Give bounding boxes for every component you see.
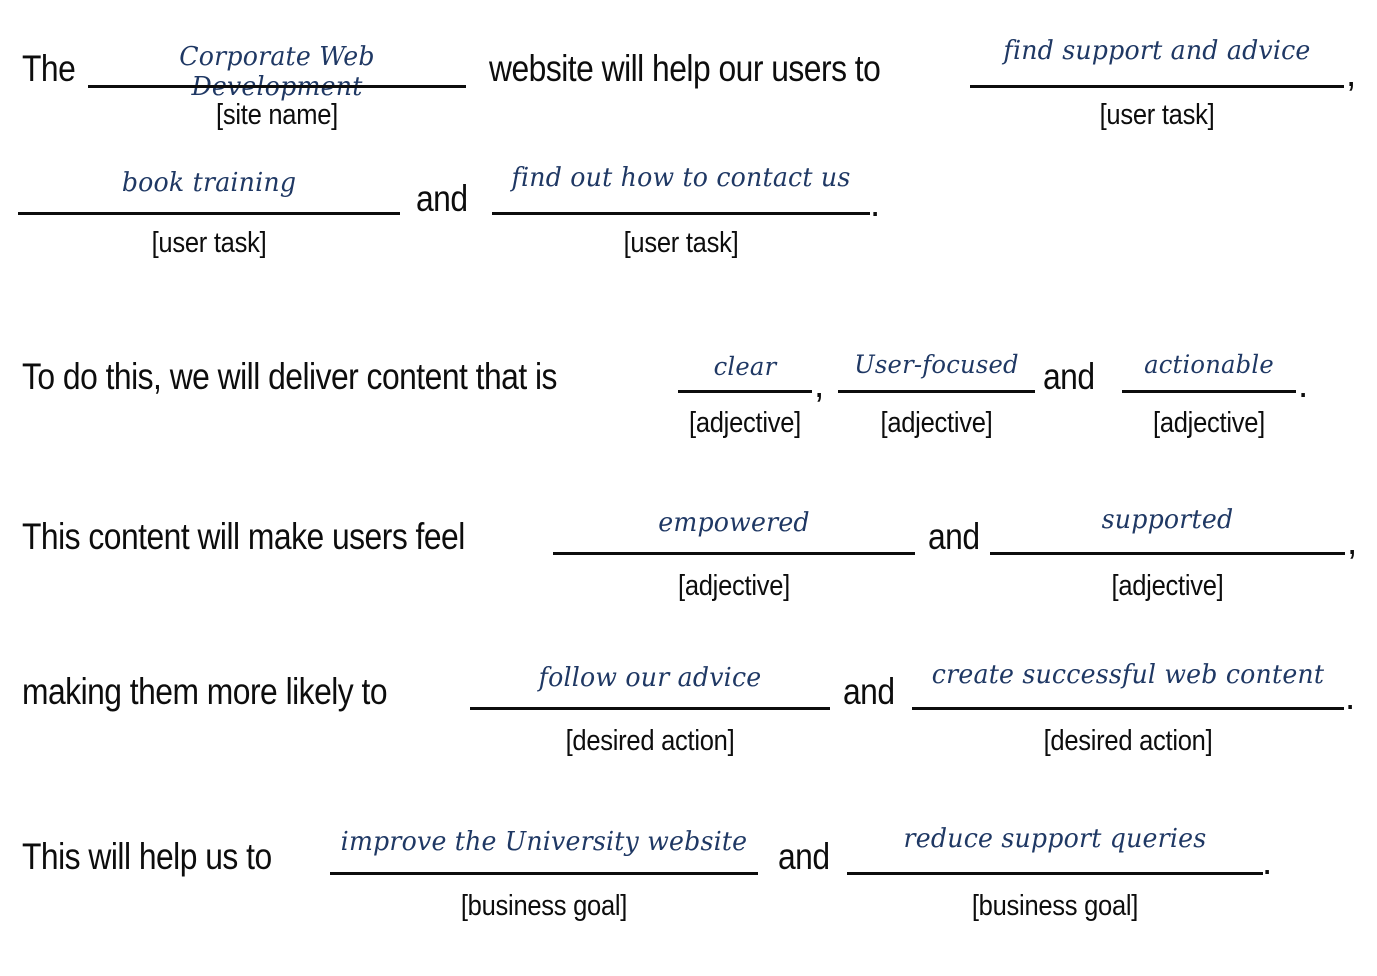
field-adjective-3-hint: [adjective]: [1152, 407, 1266, 439]
field-business-goal-1-hint: [business goal]: [460, 890, 628, 922]
field-adjective-5[interactable]: supported [adjective]: [990, 505, 1345, 608]
field-adjective-5-value: supported: [1101, 505, 1234, 535]
field-adjective-4[interactable]: empowered [adjective]: [553, 508, 915, 608]
field-adjective-5-rule: [990, 552, 1345, 555]
line3-lead-text: To do this, we will deliver content that…: [22, 356, 557, 397]
field-desired-action-1-rule: [470, 707, 830, 710]
field-adjective-4-rule: [553, 552, 915, 555]
line3-comma-1: ,: [814, 364, 825, 405]
field-business-goal-1-rule: [330, 872, 758, 875]
field-business-goal-1[interactable]: improve the University website [business…: [330, 827, 758, 931]
field-user-task-1[interactable]: find support and advice [user task]: [970, 36, 1344, 134]
field-business-goal-1-value: improve the University website: [340, 827, 748, 857]
field-user-task-2-hint: [user task]: [151, 227, 267, 259]
line6-lead-text: This will help us to: [22, 836, 272, 877]
line5-lead-text: making them more likely to: [22, 671, 388, 712]
field-adjective-2-hint: [adjective]: [880, 407, 993, 439]
line3-trailing-period: .: [1298, 364, 1309, 405]
field-desired-action-1-hint: [desired action]: [565, 725, 735, 757]
field-business-goal-2-value: reduce support queries: [903, 824, 1207, 854]
line1-trailing-comma: ,: [1346, 53, 1357, 94]
line2-trailing-period: .: [870, 183, 881, 224]
field-desired-action-1-value: follow our advice: [538, 663, 762, 693]
field-user-task-2-value: book training: [121, 168, 297, 198]
field-user-task-1-hint: [user task]: [1099, 99, 1215, 131]
field-adjective-2-value: User-focused: [854, 350, 1019, 379]
field-adjective-5-hint: [adjective]: [1111, 570, 1224, 602]
field-adjective-4-hint: [adjective]: [677, 570, 791, 602]
field-desired-action-2[interactable]: create successful web content [desired a…: [912, 660, 1344, 766]
field-user-task-1-value: find support and advice: [1003, 36, 1311, 66]
field-user-task-2[interactable]: book training [user task]: [18, 168, 400, 266]
field-site-name[interactable]: Corporate Web Development [site name]: [88, 42, 466, 134]
field-adjective-3-value: actionable: [1144, 350, 1274, 379]
field-adjective-1-value: clear: [713, 352, 777, 381]
line6-and-connector: and: [778, 836, 830, 877]
field-user-task-2-rule: [18, 212, 400, 215]
field-adjective-2-rule: [838, 390, 1035, 393]
field-desired-action-2-rule: [912, 707, 1344, 710]
field-business-goal-2-rule: [847, 872, 1263, 875]
field-user-task-3[interactable]: find out how to contact us [user task]: [492, 163, 870, 266]
line1-lead-text: The: [22, 48, 76, 89]
field-adjective-3-rule: [1122, 390, 1296, 393]
line4-trailing-comma: ,: [1347, 521, 1358, 562]
field-adjective-3[interactable]: actionable [adjective]: [1122, 350, 1296, 450]
field-adjective-1-hint: [adjective]: [688, 407, 802, 439]
line2-and-connector: and: [416, 178, 468, 219]
line5-and-connector: and: [843, 671, 895, 712]
field-desired-action-2-hint: [desired action]: [1043, 725, 1213, 757]
field-adjective-1-rule: [678, 390, 812, 393]
line4-and-connector: and: [928, 516, 980, 557]
line1-mid-text: website will help our users to: [489, 48, 881, 89]
field-business-goal-2[interactable]: reduce support queries [business goal]: [847, 824, 1263, 931]
line5-trailing-period: .: [1345, 676, 1356, 717]
field-desired-action-1[interactable]: follow our advice [desired action]: [470, 663, 830, 766]
field-desired-action-2-value: create successful web content: [931, 660, 1325, 690]
line6-trailing-period: .: [1262, 841, 1273, 882]
field-business-goal-2-hint: [business goal]: [971, 890, 1139, 922]
field-adjective-1[interactable]: clear [adjective]: [678, 352, 812, 450]
field-adjective-2[interactable]: User-focused [adjective]: [838, 350, 1035, 450]
line3-and-connector: and: [1043, 356, 1095, 397]
field-site-name-rule: [88, 85, 466, 88]
field-user-task-1-rule: [970, 85, 1344, 88]
field-user-task-3-rule: [492, 212, 870, 215]
field-site-name-hint: [site name]: [216, 99, 338, 131]
field-user-task-3-hint: [user task]: [623, 227, 739, 259]
field-adjective-4-value: empowered: [658, 508, 810, 538]
line4-lead-text: This content will make users feel: [22, 516, 465, 557]
field-user-task-3-value: find out how to contact us: [511, 163, 851, 193]
field-site-name-value: Corporate Web Development: [179, 42, 375, 102]
